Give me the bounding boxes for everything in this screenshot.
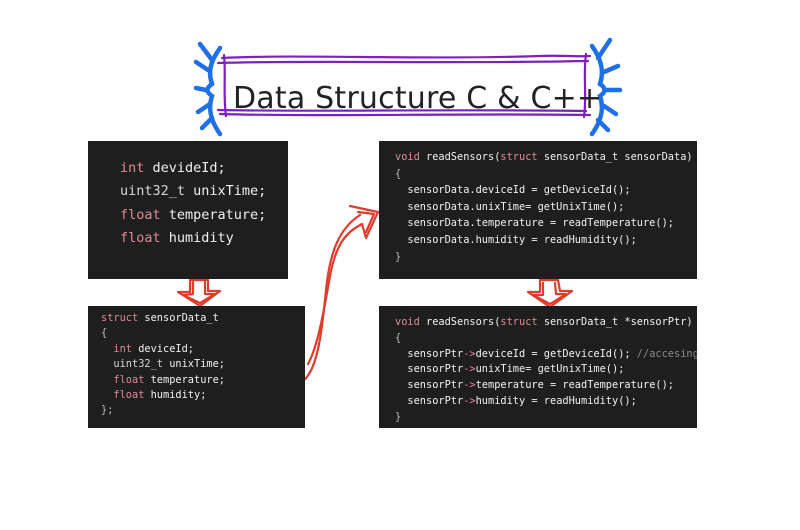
code-token: sensorPtr [395,363,464,376]
code-token: humidity; [150,389,207,401]
code-token: }; [101,404,114,417]
code-token: humidity [168,229,234,246]
code-token: void [395,151,426,163]
code-token: sensorPtr [395,347,464,360]
code-line: float humidity; [101,389,206,401]
code-token: devideId; [152,160,226,176]
code-token: float [101,389,151,401]
code-token: uint32_t [101,358,170,371]
code-line: sensorPtr->humidity = readHumidity(); [395,395,637,407]
code-token: deviceId; [138,342,194,355]
code-token: uint32_t [120,183,194,200]
code-token: temperature = readTemperature(); [475,379,674,392]
code-line: { [395,168,401,180]
code-token: sensorData_t sensorData) [543,151,693,163]
code-token: float [120,206,169,223]
code-panel-pass-by-value: void readSensors(struct sensorData_t sen… [379,141,697,279]
code-token: int [120,160,153,176]
code-line: { [101,327,107,339]
code-line: sensorPtr->deviceId = getDeviceId(); //a… [395,348,697,360]
code-line: { [395,332,401,344]
code-token: sensorPtr [395,379,464,392]
code-panel-declarations: int devideId; uint32_t unixTime; float tem… [88,141,288,279]
code-token: humidity = readHumidity(); [475,395,637,407]
code-line: float humidity [120,230,234,246]
code-line: int devideId; [120,160,226,176]
code-line: }; [101,404,113,416]
code-token: //accesing devic [636,347,697,360]
code-token: -> [463,395,476,407]
code-line: float temperature; [101,374,225,386]
code-line: uint32_t unixTime; [120,183,266,199]
code-token: float [101,373,151,386]
code-token: readSensors( [426,316,501,328]
code-token: -> [463,379,476,392]
left-bracket-icon [193,41,223,137]
code-token: temperature; [150,373,226,386]
code-token: unixTime; [193,183,267,200]
code-token: { [395,167,402,180]
down-arrow-icon [526,278,574,309]
code-token: sensorData.deviceId = getDeviceId(); [395,184,631,197]
down-arrow-icon [176,278,222,308]
code-panel-pass-by-pointer: void readSensors(struct sensorData_t *se… [379,306,697,428]
code-token: sensorPtr [395,395,464,407]
curved-arrow-icon [302,204,380,382]
code-token: int [101,342,139,355]
code-token: } [395,410,402,423]
code-token: void [395,316,426,328]
code-token: float [120,229,169,246]
code-token: struct [500,151,544,163]
code-token: -> [463,363,476,376]
code-token: -> [463,347,476,360]
code-line: sensorPtr->unixTime= getUnixTime(); [395,363,624,375]
code-line: void readSensors(struct sensorData_t *se… [395,316,693,328]
code-line: struct sensorData_t [101,312,219,324]
code-line: int deviceId; [101,343,194,355]
code-line: float temperature; [120,207,266,223]
code-line: uint32_t unixTime; [101,358,225,370]
code-line: void readSensors(struct sensorData_t sen… [395,151,693,163]
code-line: sensorData.temperature = readTemperature… [395,217,674,229]
code-line: sensorData.unixTime= getUnixTime(); [395,201,624,213]
code-panel-struct-definition: struct sensorData_t { int deviceId; uint3… [88,306,305,428]
page-title: Data Structure C & C++ [233,81,603,116]
code-token: sensorData_t *sensorPtr) [543,316,693,328]
code-line: sensorData.deviceId = getDeviceId(); [395,184,631,197]
code-token: sensorData.humidity = readHumidity(); [395,234,637,246]
code-line: sensorPtr->temperature = readTemperature… [395,379,674,391]
code-token: } [395,250,402,263]
code-token: struct [500,316,544,328]
code-token: sensorData_t [144,312,219,324]
code-line: } [395,411,401,423]
code-token: { [395,331,402,344]
code-token: unixTime= getUnixTime(); [475,363,625,376]
code-line: sensorData.humidity = readHumidity(); [395,234,637,246]
code-token: { [101,327,108,340]
code-token: unixTime; [169,358,225,371]
code-token: readSensors( [426,151,501,163]
code-token: sensorData.temperature = readTemperature… [395,217,674,230]
code-token: sensorData.unixTime= getUnixTime(); [395,200,625,213]
code-token: struct [101,312,145,324]
code-line: } [395,251,401,263]
code-token: deviceId = getDeviceId(); [475,347,637,360]
code-token: temperature; [168,206,267,223]
